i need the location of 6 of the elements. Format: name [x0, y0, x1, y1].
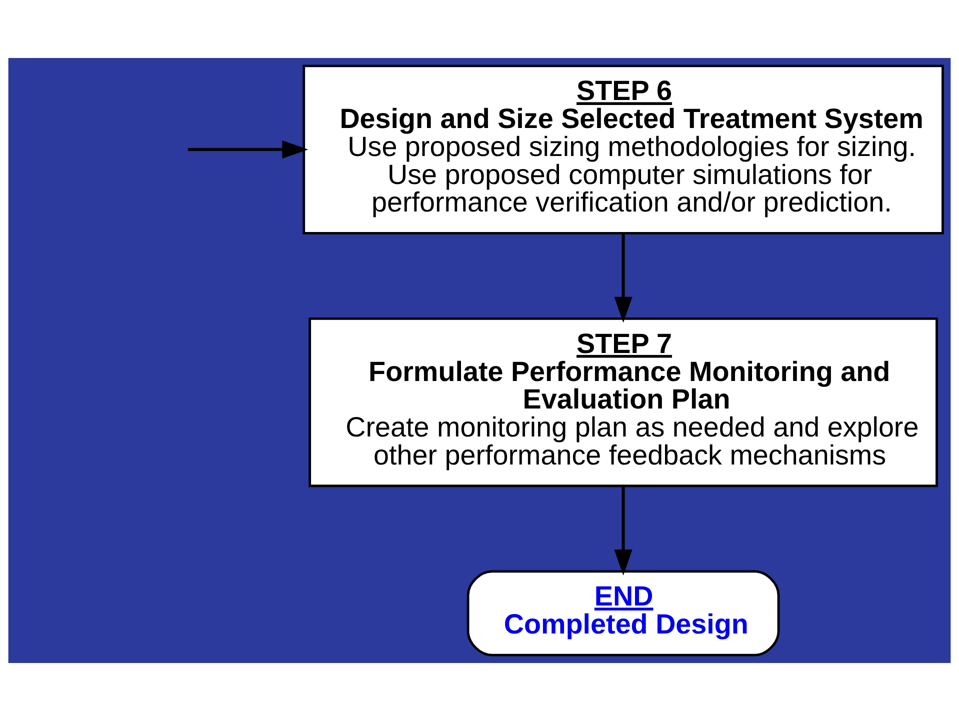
node-box: END Completed Design [466, 570, 780, 656]
arrow [614, 234, 632, 323]
arrow [614, 486, 632, 576]
node-box: STEP 7 Formulate Performance Monitoring and Evaluation Plan Create monitoring plan as needed and explore other performance feedback mechanisms [308, 318, 938, 488]
node-box: STEP 6 Design and Size Selected Treatment System Use proposed sizing methodologies for sizing. Use proposed computer simulations for performance verification and/or prediction. [302, 64, 944, 234]
arrow [188, 140, 308, 159]
